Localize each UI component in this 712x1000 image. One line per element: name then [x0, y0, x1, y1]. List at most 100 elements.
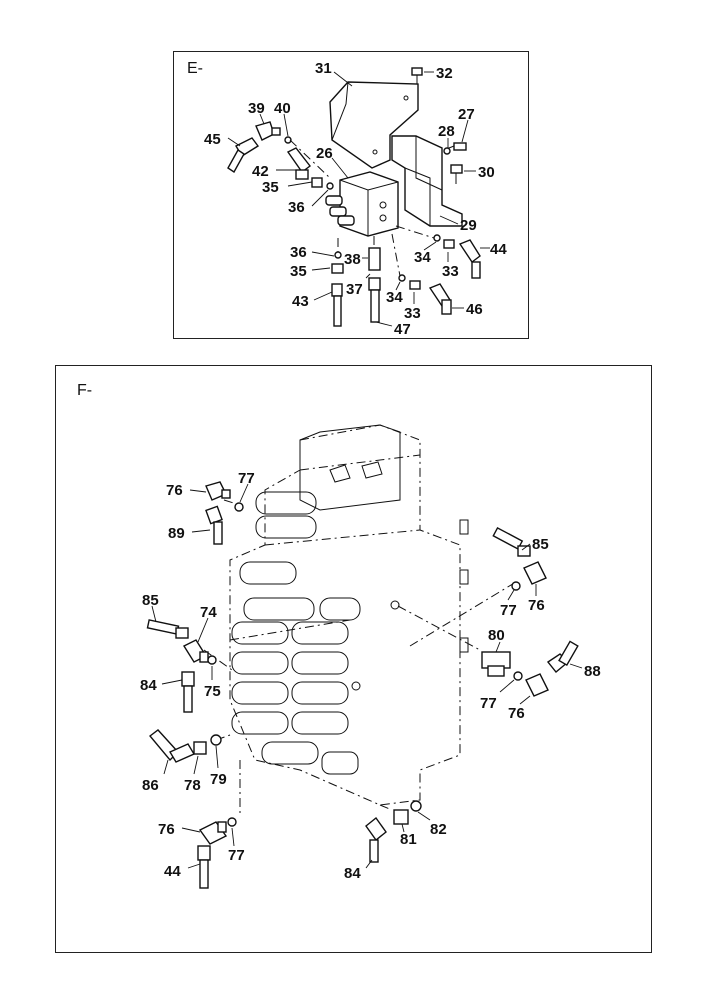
fitting-33-upper	[443, 239, 455, 249]
control-valve-outline	[229, 424, 461, 806]
callout-85-left: 85	[142, 592, 159, 609]
callout-38: 38	[344, 251, 361, 268]
hose-45	[227, 137, 260, 174]
hose-85-left	[146, 619, 189, 639]
o-ring-79	[210, 734, 222, 746]
callout-77-right-lower: 77	[480, 695, 497, 712]
section-f-label: F-	[77, 382, 93, 399]
callout-89: 89	[168, 525, 185, 542]
callout-35-top: 35	[262, 179, 279, 196]
hose-86	[148, 729, 196, 763]
o-ring-77-right-upper	[511, 581, 521, 591]
section-e-drawing	[227, 67, 481, 327]
o-ring-36-bottom	[334, 251, 342, 259]
washer-28	[443, 147, 451, 155]
elbow-76-top-left	[205, 481, 231, 501]
hose-89	[205, 505, 223, 545]
callout-85-right: 85	[532, 536, 549, 553]
callout-74: 74	[200, 604, 217, 621]
hose-84-left	[181, 671, 195, 713]
callout-88: 88	[584, 663, 601, 680]
callout-36-bottom: 36	[290, 244, 307, 261]
hose-46	[428, 283, 452, 315]
section-e-frame	[173, 51, 529, 339]
callout-39: 39	[248, 100, 265, 117]
o-ring-77-top-left	[234, 502, 244, 512]
callout-33-lower: 33	[404, 305, 421, 322]
callout-34-upper: 34	[414, 249, 431, 266]
callout-45: 45	[204, 131, 221, 148]
callout-31: 31	[315, 60, 332, 77]
callout-34-lower: 34	[386, 289, 403, 306]
callout-76-top-left: 76	[166, 482, 183, 499]
fitting-38	[368, 247, 381, 271]
callout-40: 40	[274, 100, 291, 117]
elbow-fitting-39	[255, 121, 281, 141]
callout-77-right-upper: 77	[500, 602, 517, 619]
elbow-76-bottom-left	[198, 821, 228, 845]
callout-76-bottom-left: 76	[158, 821, 175, 838]
callout-81: 81	[400, 831, 417, 848]
o-ring-34-upper	[433, 234, 441, 242]
o-ring-75	[207, 655, 217, 665]
tee-fitting-74	[182, 639, 209, 663]
callout-82: 82	[430, 821, 447, 838]
adapter-35-bottom	[331, 263, 344, 274]
callout-30: 30	[478, 164, 495, 181]
hose-42	[286, 147, 311, 180]
callout-76-right-lower: 76	[508, 705, 525, 722]
section-f-callouts: 76 77 89 85 85 74 77 76 80 84 75 88 77 7…	[140, 470, 601, 882]
o-ring-34-lower	[398, 274, 406, 282]
section-f-drawing	[146, 424, 579, 889]
hose-85-right	[492, 526, 531, 557]
callout-78: 78	[184, 777, 201, 794]
callout-29: 29	[460, 217, 477, 234]
section-e-label: E-	[187, 60, 203, 77]
callout-84-bottom: 84	[344, 865, 361, 882]
adapter-35-top	[311, 177, 323, 188]
hose-47	[368, 277, 381, 323]
callout-35-bottom: 35	[290, 263, 307, 280]
bolt-32	[411, 67, 423, 84]
o-ring-77-right-lower	[513, 671, 523, 681]
elbow-76-right-upper	[523, 561, 547, 585]
callout-75: 75	[204, 683, 221, 700]
o-ring-40	[284, 136, 292, 144]
callout-32: 32	[436, 65, 453, 82]
valve-block	[325, 171, 399, 237]
callout-27: 27	[458, 106, 475, 123]
hose-88	[546, 640, 579, 673]
callout-77-top-left: 77	[238, 470, 255, 487]
callout-79: 79	[210, 771, 227, 788]
spool-cylinders	[231, 491, 469, 775]
fitting-33-lower	[409, 280, 421, 290]
callout-47: 47	[394, 321, 411, 338]
tee-fitting-80	[481, 651, 511, 677]
hose-44-f	[197, 845, 211, 889]
callout-44-e: 44	[490, 241, 507, 258]
callout-43: 43	[292, 293, 309, 310]
callout-36-top: 36	[288, 199, 305, 216]
hose-84-bottom	[365, 816, 387, 863]
callout-26: 26	[316, 145, 333, 162]
callout-33-upper: 33	[442, 263, 459, 280]
callout-44-f: 44	[164, 863, 181, 880]
hose-44-e	[458, 239, 481, 279]
hose-43	[331, 283, 343, 327]
adapter-81	[393, 809, 409, 825]
adapter-78	[193, 741, 207, 755]
o-ring-77-bottom-left	[227, 817, 237, 827]
callout-80: 80	[488, 627, 505, 644]
callout-76-right-upper: 76	[528, 597, 545, 614]
callout-42: 42	[252, 163, 269, 180]
section-e-callouts: 31 32 39 40 27 45 28 26 42 30 35 36 29 3…	[204, 60, 507, 338]
cover-plate	[329, 81, 419, 169]
callout-28: 28	[438, 123, 455, 140]
mounting-bracket	[391, 135, 463, 227]
callout-77-bottom-left: 77	[228, 847, 245, 864]
elbow-76-right-lower	[525, 673, 549, 697]
callout-86: 86	[142, 777, 159, 794]
section-f-frame	[55, 365, 652, 953]
callout-37: 37	[346, 281, 363, 298]
